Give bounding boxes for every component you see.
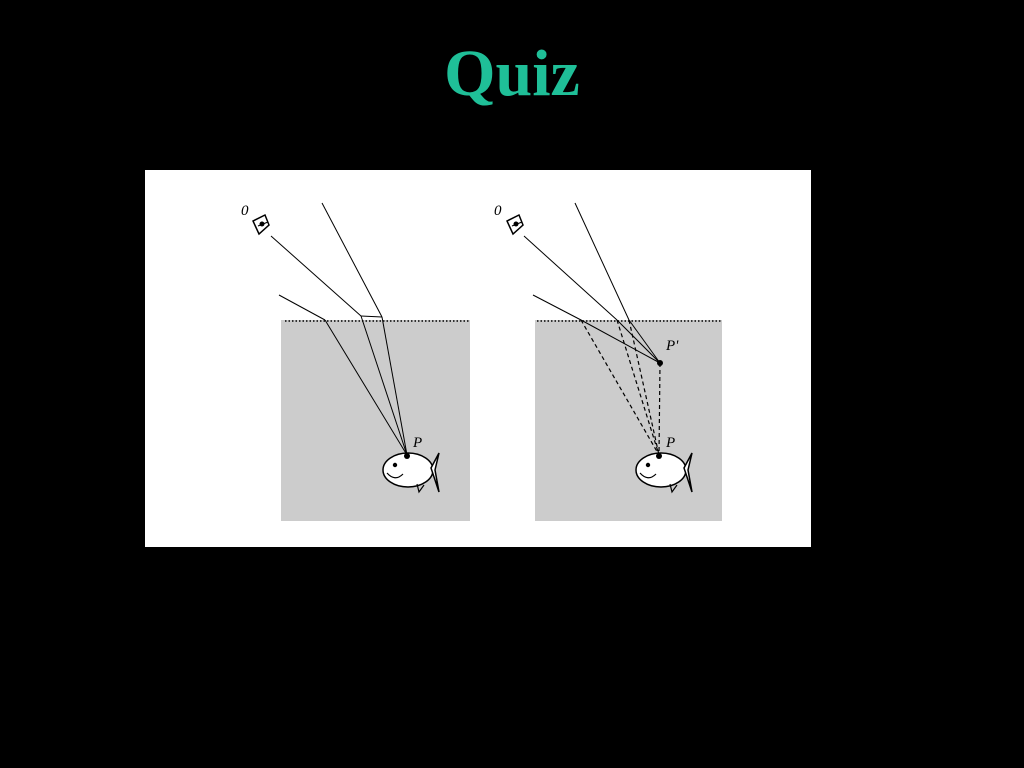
left-diagram: 0 <box>241 202 470 521</box>
right-object-label: P <box>665 435 675 451</box>
slide-title: Quiz <box>444 37 580 110</box>
left-water-tank <box>281 320 470 521</box>
left-observer-label: 0 <box>241 203 249 219</box>
right-rays-dashed <box>580 319 661 456</box>
right-water-tank <box>535 320 722 521</box>
right-image-point <box>657 360 663 366</box>
right-object-point <box>656 453 662 459</box>
right-eye-icon <box>506 213 524 236</box>
left-eye-icon <box>252 213 270 236</box>
right-observer-label: 0 <box>494 203 502 219</box>
left-fish-icon <box>382 452 440 494</box>
right-image-label: P' <box>665 338 679 354</box>
left-rays <box>270 202 408 456</box>
figure-panel: 0 <box>145 170 811 547</box>
right-rays-solid <box>523 202 661 364</box>
right-fish-icon <box>635 452 693 494</box>
refraction-diagram: 0 <box>241 202 722 521</box>
left-object-point <box>404 453 410 459</box>
left-object-label: P <box>412 435 422 451</box>
right-diagram: 0 <box>494 202 722 521</box>
